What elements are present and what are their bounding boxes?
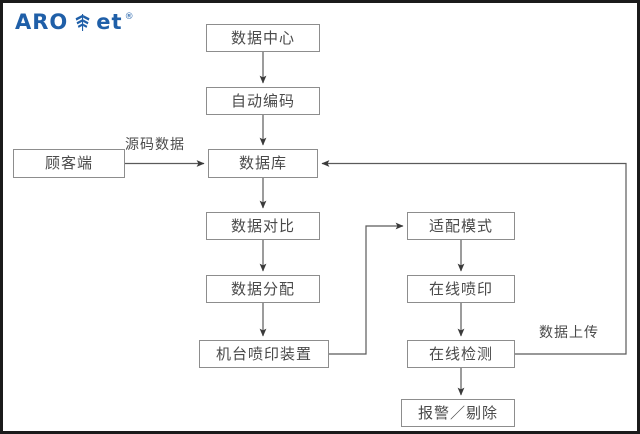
node-auto-encode[interactable]: 自动编码 xyxy=(206,87,320,115)
node-database[interactable]: 数据库 xyxy=(208,149,318,178)
node-alarm-reject[interactable]: 报警／剔除 xyxy=(401,399,515,427)
node-online-inspect[interactable]: 在线检测 xyxy=(407,340,515,368)
node-online-print[interactable]: 在线喷印 xyxy=(407,275,515,303)
leaf-icon xyxy=(71,11,93,33)
logo-text-right: et xyxy=(96,9,123,34)
node-data-allocate[interactable]: 数据分配 xyxy=(206,275,320,303)
registered-trademark-icon: ® xyxy=(124,12,134,22)
node-data-center[interactable]: 数据中心 xyxy=(206,24,320,52)
node-machine-print-device[interactable]: 机台喷印装置 xyxy=(199,340,329,368)
flow-connectors xyxy=(125,52,627,396)
node-customer-end[interactable]: 顾客端 xyxy=(13,149,125,178)
arojet-logo: ARO et ® xyxy=(15,9,134,35)
logo-text-left: ARO xyxy=(15,9,69,34)
node-data-compare[interactable]: 数据对比 xyxy=(206,212,320,240)
node-adapt-mode[interactable]: 适配模式 xyxy=(407,212,515,240)
edge-label-data-upload: 数据上传 xyxy=(539,325,599,341)
edge-label-source-data: 源码数据 xyxy=(125,137,185,153)
